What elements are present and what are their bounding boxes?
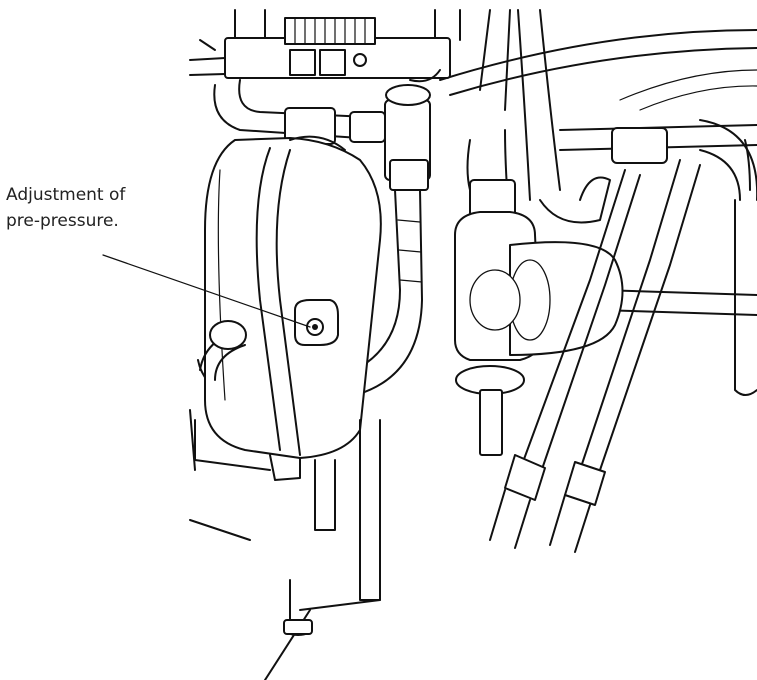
top-pipe <box>213 69 441 191</box>
right-frame <box>439 29 757 396</box>
terminal-block <box>189 17 451 79</box>
stand <box>189 409 381 680</box>
pressure-valve <box>294 299 339 346</box>
callout-line-1: Adjustment of <box>6 185 126 205</box>
callout-line-2: pre-pressure. <box>6 211 119 231</box>
callout-label: Adjustment of pre-pressure. <box>6 182 206 234</box>
callout-leader-line <box>102 254 311 328</box>
circulation-pump <box>454 129 624 456</box>
top-tubes <box>234 9 561 201</box>
diagonal-hoses <box>489 127 701 553</box>
hose-loop <box>199 320 247 381</box>
expansion-tank <box>194 135 382 481</box>
